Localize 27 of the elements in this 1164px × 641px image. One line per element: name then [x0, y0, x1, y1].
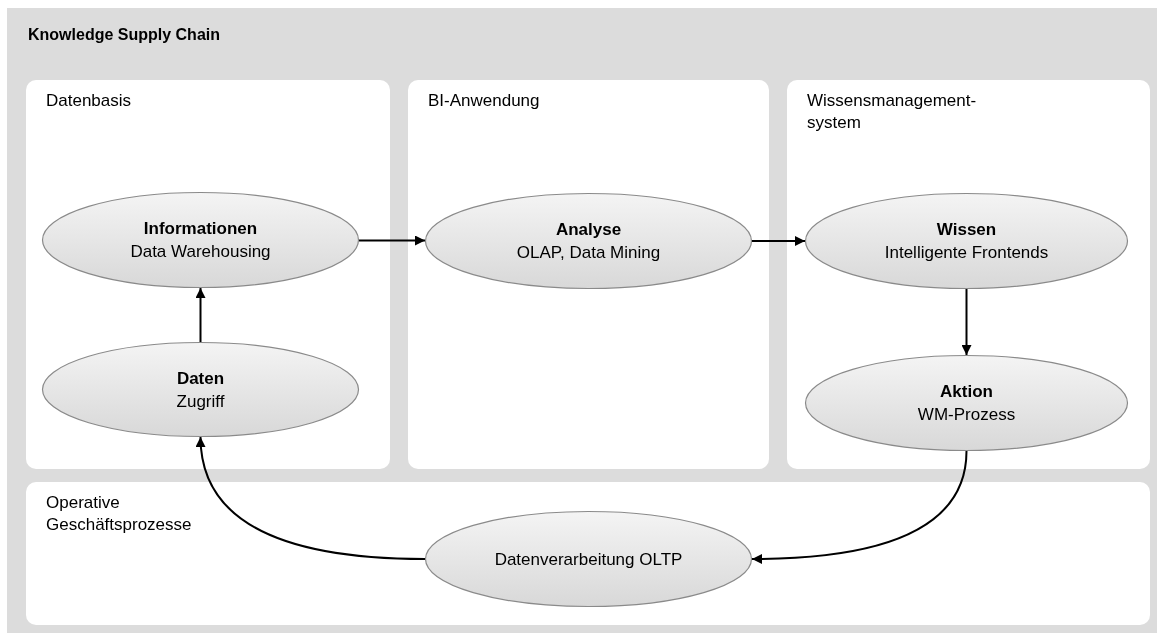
section-heading: Wissensmanagement-system: [807, 90, 978, 134]
section-heading: Datenbasis: [46, 90, 133, 112]
section-panel: [408, 80, 769, 469]
section-panel: [26, 482, 1150, 625]
section-heading: Operative Geschäftsprozesse: [46, 492, 193, 536]
node-text: Zugriff: [176, 390, 225, 413]
node-title: Informationen: [143, 218, 258, 240]
node-text: WM-Prozess: [917, 404, 1016, 426]
node-text: Datenverarbeitung OLTP: [494, 548, 683, 571]
node-title: Wissen: [936, 219, 997, 241]
node-text: Data Warehousing: [130, 241, 271, 263]
arrow: [358, 235, 426, 246]
arrow: [196, 436, 426, 560]
frame-heading: Knowledge Supply Chain: [28, 25, 220, 45]
node-title: Daten: [176, 367, 225, 390]
arrow: [751, 450, 968, 564]
node-title: Aktion: [940, 381, 993, 403]
arrow: [195, 287, 206, 343]
node-text: OLAP, Data Mining: [516, 242, 661, 264]
section-panel: [787, 80, 1150, 469]
chain-frame: [7, 8, 1157, 633]
node-text: Intelligente Frontends: [884, 242, 1049, 264]
arrow: [961, 288, 972, 356]
arrow: [751, 236, 806, 246]
node-title: Analyse: [555, 219, 622, 241]
section-panel: [26, 80, 390, 469]
section-heading: BI-Anwendung: [428, 90, 541, 112]
